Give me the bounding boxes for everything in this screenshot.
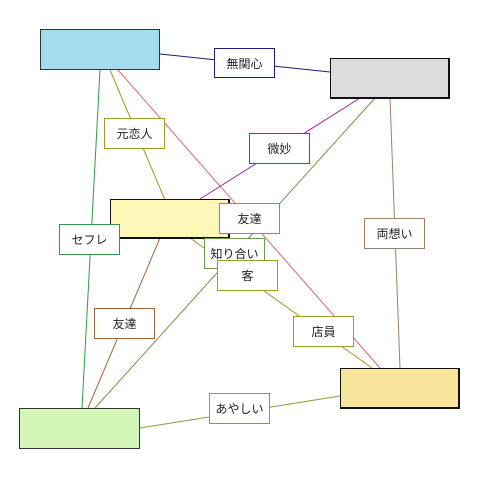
edge-label-sefure: セフレ: [59, 224, 120, 255]
node-bottom-left[interactable]: [19, 408, 140, 449]
edge-label-motokoibito: 元恋人: [104, 118, 165, 149]
edge-label-tenin: 店員: [293, 316, 354, 347]
node-middle[interactable]: [110, 199, 230, 239]
node-top-left[interactable]: [40, 29, 160, 70]
edge-label-mukanshin: 無関心: [214, 48, 275, 78]
edge-label-ryouomoi: 両想い: [364, 218, 425, 249]
edge-label-kyaku: 客: [217, 260, 278, 291]
edge-label-ayashii: あやしい: [209, 393, 270, 424]
node-top-right[interactable]: [330, 58, 450, 99]
edge-label-tomodachi1: 友達: [219, 203, 280, 234]
edge-label-tomodachi2: 友達: [94, 308, 155, 339]
edge-label-bimyou: 微妙: [249, 133, 310, 164]
node-bottom-right[interactable]: [340, 368, 460, 409]
